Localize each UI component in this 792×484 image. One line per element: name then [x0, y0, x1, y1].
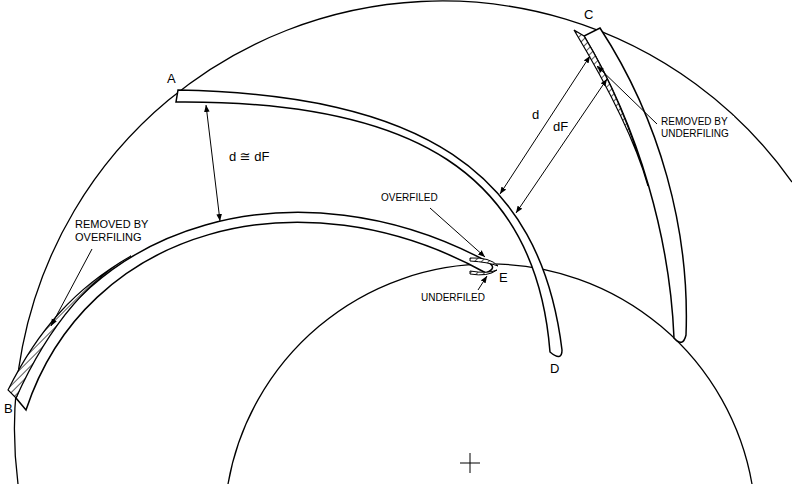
- leader-line: [597, 66, 657, 124]
- point-letter: C: [583, 8, 594, 23]
- dimension-label: dF: [552, 120, 569, 135]
- leader-line: [430, 208, 485, 257]
- dimension-line: [516, 79, 607, 213]
- overfiling-hatch: [8, 256, 131, 398]
- point-letter: D: [549, 362, 560, 377]
- note-label: REMOVED BY OVERFILING: [74, 218, 154, 243]
- point-letter: E: [498, 271, 509, 286]
- point-letter: B: [3, 402, 14, 417]
- underfiled-sliver: [470, 270, 497, 275]
- underfiling-hatch: [574, 30, 648, 186]
- outer-circle: [14, 1, 792, 484]
- point-letter: A: [166, 72, 177, 87]
- dimension-line: [500, 56, 590, 194]
- note-label: REMOVED BY UNDERFILING: [660, 116, 734, 139]
- dimension-label: d: [531, 108, 540, 123]
- overfiled-sliver: [470, 258, 498, 266]
- note-label: OVERFILED: [380, 192, 439, 204]
- vane-b-e: [16, 212, 493, 410]
- dimension-line: [206, 105, 220, 221]
- leader-line: [478, 276, 487, 290]
- note-label: UNDERFILED: [420, 292, 486, 304]
- center-mark: [470, 453, 471, 473]
- leader-line: [51, 249, 92, 326]
- dimension-label: d ≅ dF: [228, 150, 271, 165]
- vane-a-d: [176, 90, 562, 357]
